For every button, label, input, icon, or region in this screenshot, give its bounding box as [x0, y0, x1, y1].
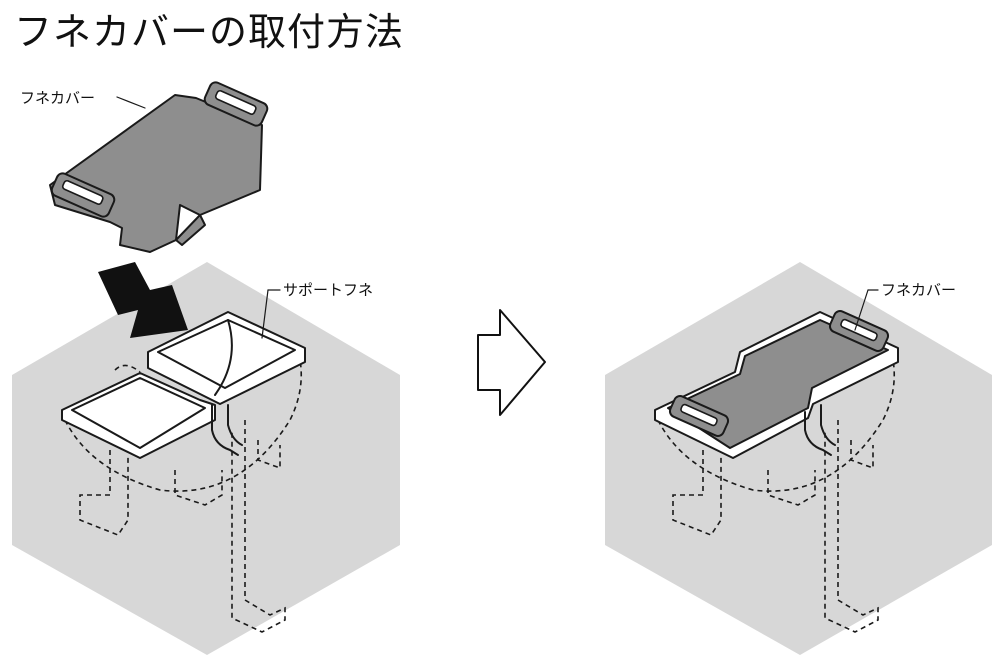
press-down-arrow — [98, 262, 188, 338]
support-label: サポートフネ — [283, 281, 373, 299]
after-panel: フネカバー — [605, 262, 992, 655]
cover-label-before: フネカバー — [20, 89, 95, 107]
sink-block — [12, 262, 400, 655]
support-basin — [61, 311, 306, 459]
cover-label-after: フネカバー — [881, 281, 956, 299]
next-step-arrow-icon — [477, 309, 546, 416]
sink-block-after — [605, 262, 992, 655]
hidden-pipes — [64, 359, 303, 633]
page-title: フネカバーの取付方法 — [14, 10, 405, 54]
hidden-pipes-after — [657, 359, 896, 633]
before-panel: フネカバー サポートフネ — [12, 81, 400, 655]
cover-part-floating — [49, 81, 269, 253]
